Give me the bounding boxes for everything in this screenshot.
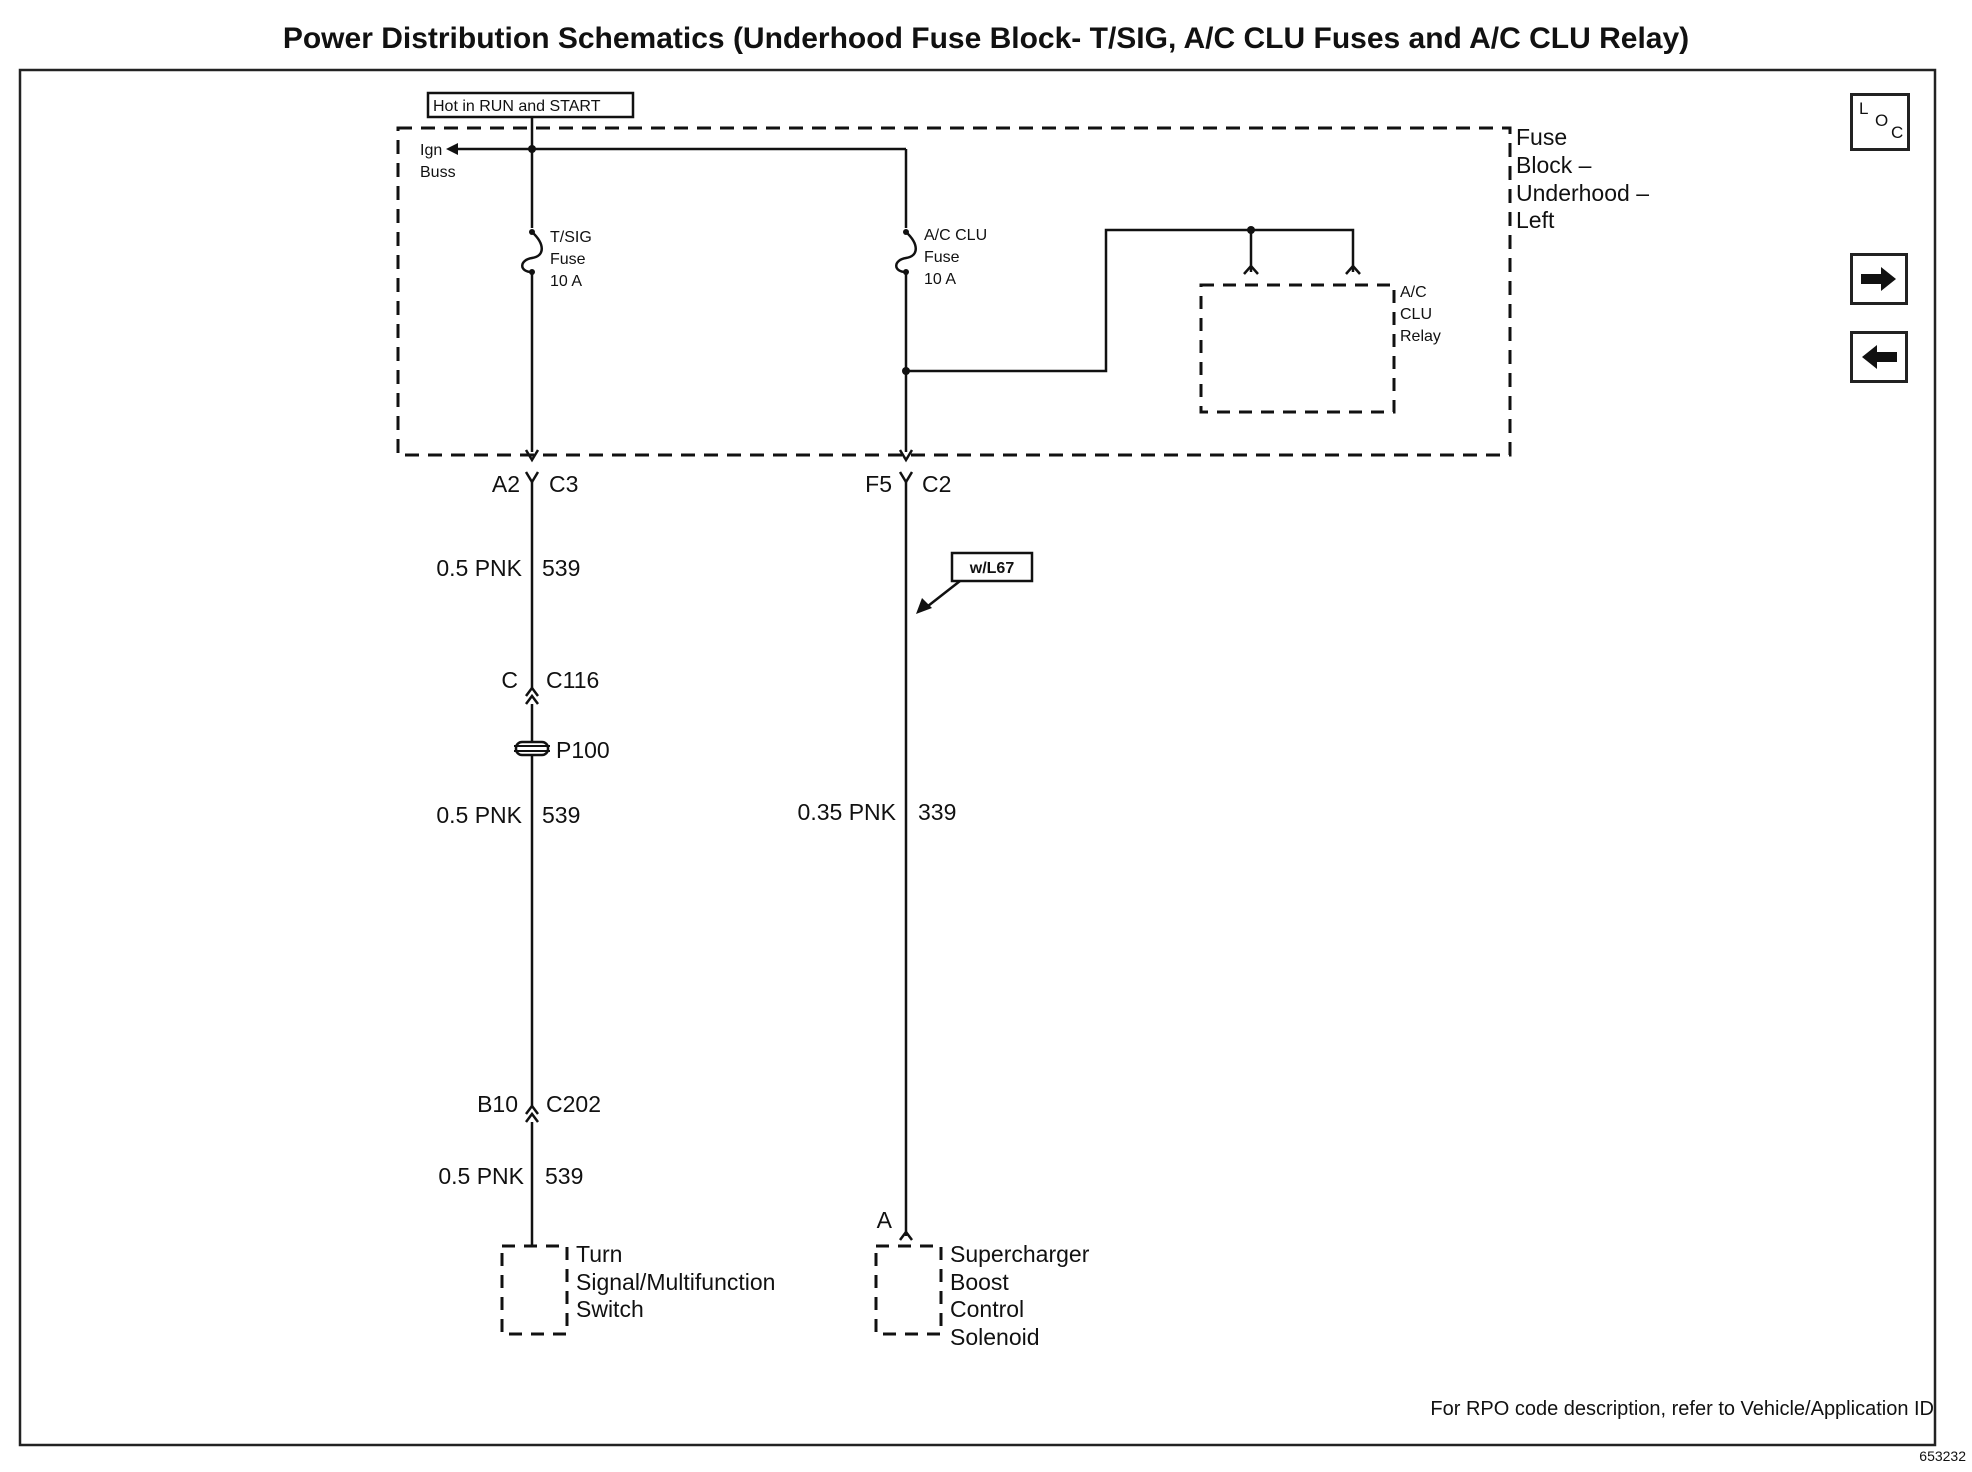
c202-connector-top [525,1103,539,1115]
loc-letter-o: O [1875,111,1889,130]
wire2-size: 0.5 PNK [436,802,522,828]
left-arrow-icon [1862,345,1897,369]
previous-page-button[interactable] [1850,331,1908,383]
loc-letter-l: L [1859,99,1869,118]
c2-mating-symbol [898,471,914,485]
right-wire-circuit: 339 [918,799,956,825]
c116-connector-top [525,685,539,697]
document-number: 653232 [1919,1448,1966,1464]
relay-label: A/C CLU Relay [1400,284,1441,345]
turn-signal-switch-label: Turn Signal/Multifunction Switch [576,1241,782,1322]
ac-clu-fuse-label: A/C CLU Fuse 10 A [924,227,992,288]
c202-name: C202 [546,1091,601,1117]
c3-pin: A2 [492,471,520,497]
fuse-block-outline [396,126,1512,457]
tsig-fuse-symbol [521,231,543,274]
c3-mating-symbol [524,471,540,485]
hot-label: Hot in RUN and START [433,98,601,115]
fuse-block-label: Fuse Block – Underhood – Left [1516,124,1655,233]
relay-outline [1199,283,1396,414]
turn-signal-switch-outline [500,1244,569,1336]
c3-connector-symbol [524,449,540,463]
solenoid-pin: A [877,1207,893,1233]
c116-connector-bottom [525,693,539,705]
option-tag-leader [927,580,961,607]
tsig-fuse-end-top [529,229,535,235]
ign-buss-label: Ign Buss [420,142,456,181]
c2-name: C2 [922,471,951,497]
loc-letter-c: C [1891,123,1904,142]
c2-pin: F5 [865,471,892,497]
page-frame [18,68,1937,1447]
boost-solenoid-label: Supercharger Boost Control Solenoid [950,1241,1096,1350]
c2-connector-symbol [898,449,914,463]
wire3-circuit: 539 [545,1163,583,1189]
p100-splice-symbol [514,740,550,757]
option-tag-box [950,551,1034,583]
next-page-button[interactable] [1850,253,1908,305]
ac-clu-fuse-symbol [895,231,917,274]
wire2-circuit: 539 [542,802,580,828]
ign-buss-arrow [446,143,458,155]
right-wire-size: 0.35 PNK [798,799,897,825]
hot-label-box [426,91,635,119]
wire1-size: 0.5 PNK [436,555,522,581]
option-tag-arrowhead [916,598,932,614]
c116-name: C116 [546,667,599,693]
wire3-size: 0.5 PNK [438,1163,524,1189]
relay-feed-wire [906,228,1355,373]
solenoid-connector-symbol [899,1229,913,1241]
c202-connector-bottom [525,1111,539,1123]
c3-name: C3 [549,471,578,497]
component-locator-button[interactable]: L O C [1850,93,1910,151]
relay-pin-2 [1345,264,1361,275]
tsig-fuse-label: T/SIG Fuse 10 A [550,229,596,290]
wire1-circuit: 539 [542,555,580,581]
option-tag: w/L67 [969,560,1015,577]
c202-pin: B10 [477,1091,518,1117]
rpo-footnote: For RPO code description, refer to Vehic… [1430,1398,1934,1420]
relay-pin-1 [1243,264,1259,275]
boost-solenoid-outline [874,1244,943,1336]
ac-fuse-end-top [903,229,909,235]
p100-label: P100 [556,737,610,763]
right-arrow-icon [1861,267,1896,291]
page-title: Power Distribution Schematics (Underhood… [282,22,1690,55]
c116-pin: C [501,667,518,693]
